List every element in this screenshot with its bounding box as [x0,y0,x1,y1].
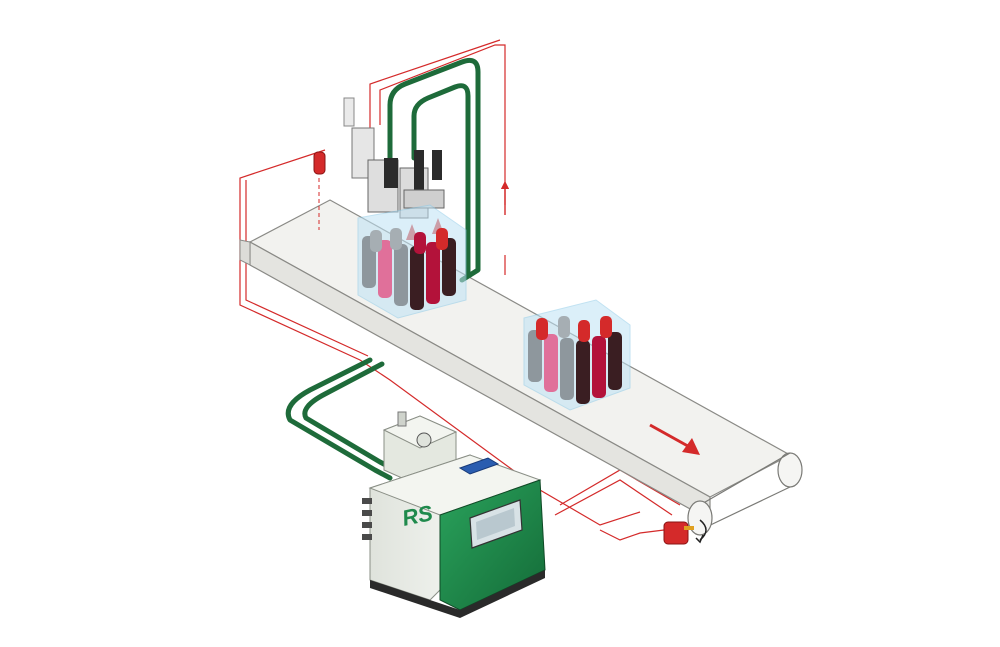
encoder-icon [663,519,707,545]
photo-eye-sensor-icon [313,151,326,230]
arrow-right-icon [649,423,700,455]
bottle-pack-2 [523,299,631,411]
melter-unit: RS [362,411,546,618]
bottle-pack-1 [357,204,467,319]
glue-gun-icon [343,97,445,240]
heated-hoses [285,57,481,481]
